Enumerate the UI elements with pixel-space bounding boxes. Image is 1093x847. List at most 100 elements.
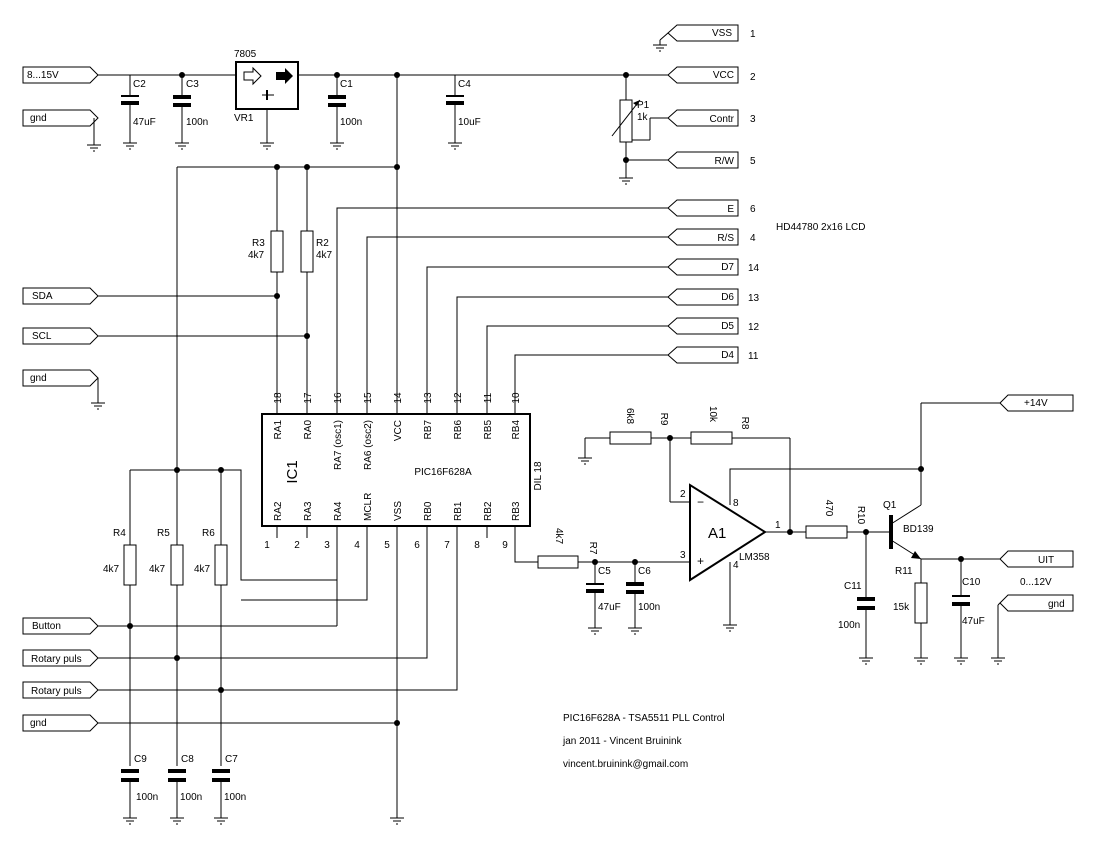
svg-text:4k7: 4k7: [194, 564, 211, 575]
svg-text:LM358: LM358: [739, 552, 770, 563]
ic-pin-label: RB2: [483, 501, 494, 521]
svg-text:gnd: gnd: [30, 113, 47, 124]
svg-text:D4: D4: [721, 350, 734, 361]
svg-text:C11: C11: [844, 581, 862, 592]
svg-text:0...12V: 0...12V: [1020, 577, 1052, 588]
lcd-title: HD44780 2x16 LCD: [776, 222, 866, 233]
svg-text:Contr: Contr: [710, 114, 735, 125]
svg-text:VR1: VR1: [234, 113, 254, 124]
ic-pin-label: RB5: [483, 420, 494, 440]
svg-text:Q1: Q1: [883, 500, 897, 511]
svg-text:100n: 100n: [186, 117, 208, 128]
svg-text:2: 2: [680, 489, 686, 500]
svg-text:R10: R10: [855, 506, 866, 525]
ic-pin-number: 16: [333, 392, 344, 404]
ic-pin-number: 5: [384, 540, 390, 551]
svg-text:6: 6: [750, 204, 756, 215]
svg-text:A1: A1: [708, 525, 726, 542]
svg-text:R6: R6: [202, 528, 215, 539]
transistor-q1: Q1 BD139: [883, 403, 934, 560]
svg-text:Rotary puls: Rotary puls: [31, 654, 82, 665]
resistor-r3: R3 4k7: [248, 167, 284, 414]
svg-text:R5: R5: [157, 528, 170, 539]
resistor-r9: 6k8 R9: [577, 408, 691, 465]
svg-text:3: 3: [680, 550, 686, 561]
svg-text:gnd: gnd: [1048, 599, 1065, 610]
svg-text:D7: D7: [721, 262, 734, 273]
ic-bottom-pin-9: 9 RB3: [502, 501, 522, 551]
svg-text:100n: 100n: [136, 792, 158, 803]
port-gnd-out: gnd: [990, 594, 1074, 665]
ic-pin-number: 3: [324, 540, 330, 551]
svg-text:gnd: gnd: [30, 718, 47, 729]
svg-text:6k8: 6k8: [624, 408, 635, 425]
svg-text:SDA: SDA: [32, 291, 53, 302]
port-14v: +14V: [921, 394, 1074, 412]
lcd-e: E 6: [667, 199, 756, 217]
svg-text:+14V: +14V: [1024, 398, 1048, 409]
ic-pin-label: RB1: [453, 501, 464, 521]
svg-text:470: 470: [823, 500, 834, 517]
svg-text:IC1: IC1: [284, 460, 301, 483]
svg-text:VSS: VSS: [712, 28, 732, 39]
resistor-r2: R2 4k7: [300, 167, 333, 414]
ic-pin-label: RA4: [333, 501, 344, 521]
resistor-r5: R5 4k7: [149, 470, 184, 766]
svg-text:4k7: 4k7: [316, 250, 333, 261]
ic-pin-number: 2: [294, 540, 300, 551]
port-gnd-power: gnd: [22, 109, 99, 127]
svg-text:100n: 100n: [340, 117, 362, 128]
capacitor-c8: C8 100n: [168, 754, 202, 825]
svg-text:R/W: R/W: [715, 156, 735, 167]
opamp-a1: A1 LM358 2 − 3 + 1 8 4: [680, 483, 781, 582]
resistor-r6: R6 4k7: [194, 470, 228, 766]
svg-text:1: 1: [775, 520, 781, 531]
port-gnd-i2c: gnd: [22, 369, 106, 410]
svg-text:3: 3: [750, 114, 756, 125]
svg-text:VCC: VCC: [713, 70, 734, 81]
resistor-r8: 10k R8: [690, 406, 791, 532]
svg-text:4k7: 4k7: [103, 564, 120, 575]
ic-pin-number: 7: [444, 540, 450, 551]
ic-pin-number: 14: [393, 392, 404, 404]
ic-pin-number: 9: [502, 540, 508, 551]
ic-pin-number: 12: [453, 392, 464, 404]
resistor-r7: 4k7 R7: [537, 528, 690, 569]
svg-text:BD139: BD139: [903, 524, 934, 535]
ic-pin-label: RA7 (osc1): [333, 420, 344, 470]
ic-pin-number: 13: [423, 392, 434, 404]
svg-text:1: 1: [750, 29, 756, 40]
capacitor-c5: C5 47uF: [586, 562, 621, 635]
lcd-d7: D7 14: [667, 258, 760, 276]
svg-text:C3: C3: [186, 79, 199, 90]
ic-pin-number: 8: [474, 540, 480, 551]
svg-text:C9: C9: [134, 754, 147, 765]
junctions: [127, 72, 964, 726]
svg-text:11: 11: [748, 351, 759, 362]
svg-text:R9: R9: [658, 413, 669, 426]
svg-text:R11: R11: [895, 566, 913, 577]
ic-pin-label: RB3: [511, 501, 522, 521]
capacitor-c6: C6 100n: [626, 562, 660, 635]
svg-text:4k7: 4k7: [149, 564, 166, 575]
ic-bottom-pin-8: 8 RB2: [474, 501, 494, 551]
svg-text:100n: 100n: [838, 620, 860, 631]
svg-text:R7: R7: [587, 542, 598, 555]
svg-text:5: 5: [750, 156, 756, 167]
svg-text:Button: Button: [32, 621, 61, 632]
svg-text:C5: C5: [598, 566, 611, 577]
ic-pin-label: RA0: [303, 420, 314, 440]
svg-text:C8: C8: [181, 754, 194, 765]
schematic-email: vincent.bruinink@gmail.com: [563, 759, 688, 770]
port-rotary-2: Rotary puls: [22, 681, 99, 699]
